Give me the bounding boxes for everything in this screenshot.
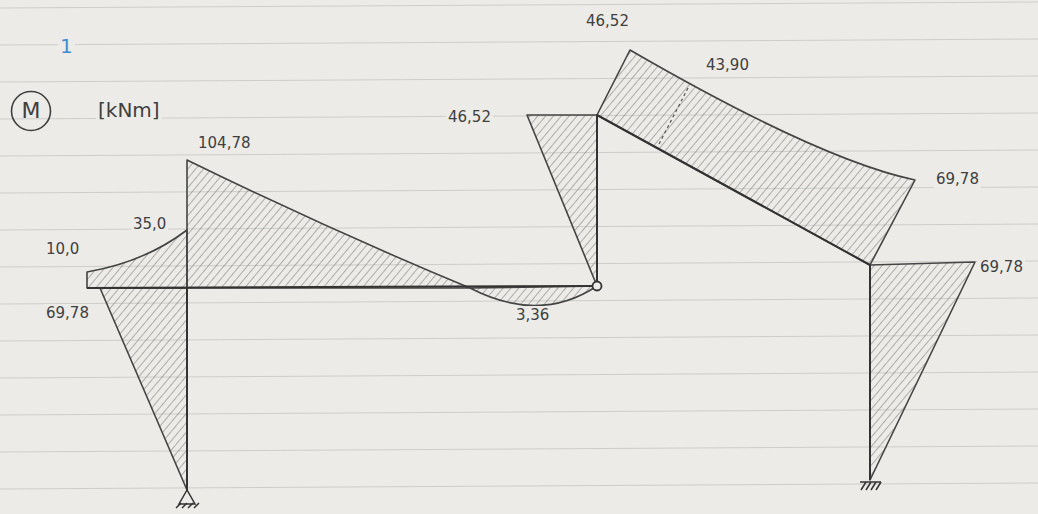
unit-circle: M (10, 90, 52, 132)
moment-area (597, 50, 915, 265)
note-text: 1 (58, 34, 75, 58)
ruled-line (0, 483, 1038, 489)
moment-value: 10,0 (44, 240, 81, 258)
moment-value: 69,78 (978, 258, 1025, 276)
ruled-line (0, 2, 1038, 8)
moment-value: 43,90 (704, 56, 751, 74)
moment-area (87, 230, 187, 288)
frame-member (87, 286, 597, 288)
ordinate-mark (658, 88, 688, 146)
note-text: [kNm] (96, 98, 162, 122)
moment-value: 69,78 (934, 170, 981, 188)
moment-area (527, 115, 597, 286)
frame-member (869, 265, 871, 480)
circle-outline (12, 92, 51, 131)
moment-value: 46,52 (446, 108, 493, 126)
frame-member (597, 115, 870, 265)
ruled-line (0, 39, 1038, 45)
ruled-line (0, 76, 1038, 82)
pin-support (176, 490, 199, 508)
moment-value: 104,78 (196, 134, 253, 152)
frame-member (596, 115, 598, 286)
moment-value: 46,52 (584, 12, 631, 30)
diagram-symbol: M (22, 98, 41, 124)
moment-area (187, 160, 470, 288)
moment-value: 69,78 (44, 304, 91, 322)
moment-area (100, 288, 187, 490)
hinge-symbol (593, 282, 602, 291)
moment-value: 35,0 (131, 215, 168, 233)
moment-value: 3,36 (514, 306, 551, 324)
frame-member (186, 288, 188, 490)
moment-area (870, 262, 975, 480)
fixed-support (860, 482, 881, 490)
ruled-line (0, 150, 1038, 156)
moment-area (470, 286, 597, 306)
